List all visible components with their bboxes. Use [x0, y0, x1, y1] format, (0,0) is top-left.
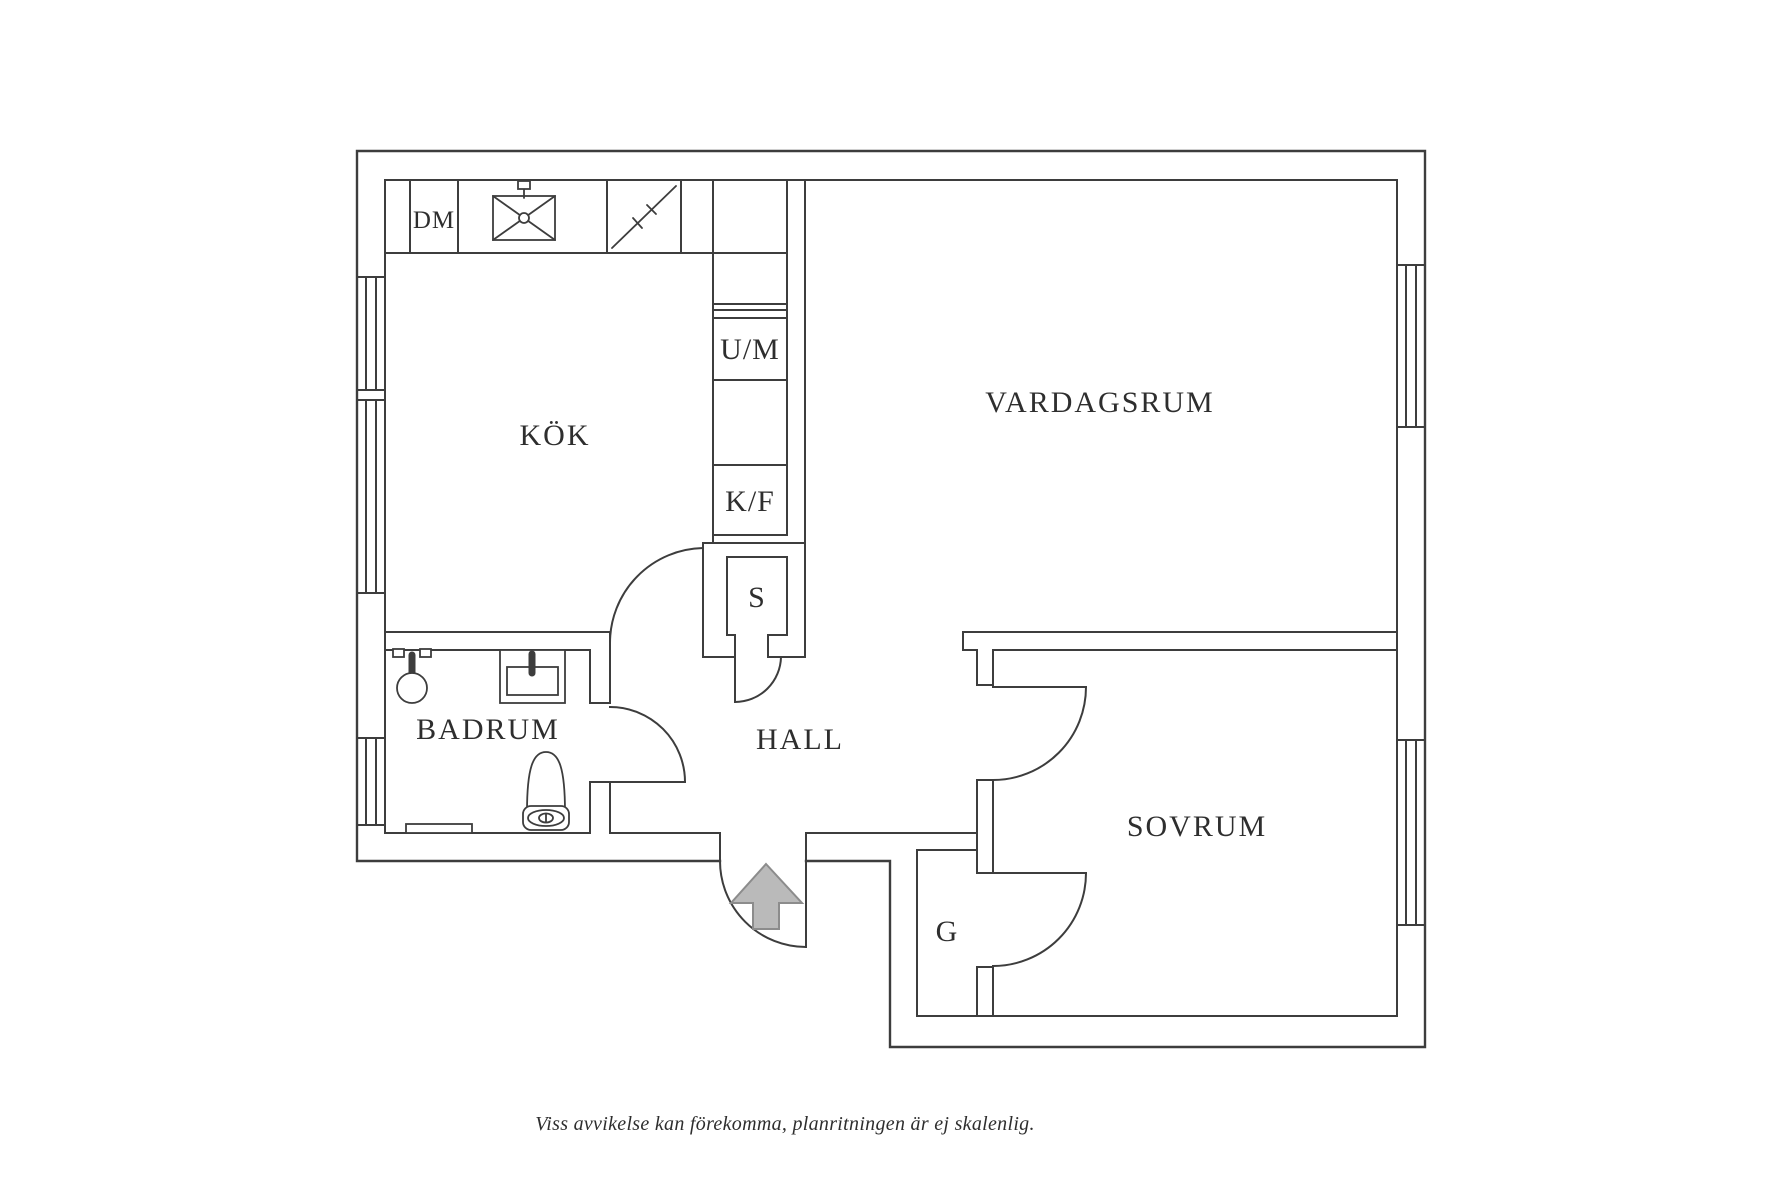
window-glass	[1405, 739, 1417, 926]
entrance-arrow-icon	[728, 862, 805, 930]
stove-icon	[611, 185, 677, 249]
window-cap	[356, 737, 386, 826]
wall-hook	[392, 648, 405, 658]
stove-tick	[646, 204, 657, 215]
door-swing-arc	[991, 871, 1088, 968]
room-label-living-room: VARDAGSRUM	[985, 386, 1215, 419]
wall-hook	[419, 648, 432, 658]
window-icon-bedroom	[1396, 739, 1426, 926]
bathroom-door-icon	[608, 705, 687, 784]
window-glass	[1405, 264, 1417, 428]
appliance-label-fridge-freezer: K/F	[725, 485, 775, 518]
window-cap	[1396, 264, 1426, 428]
kitchen-cabinets	[385, 179, 788, 536]
washbasin-icon	[392, 648, 432, 704]
room-label-bathroom: BADRUM	[416, 713, 560, 746]
window-cap	[356, 276, 386, 391]
windows	[356, 264, 1426, 926]
stove-diagonal	[611, 185, 677, 249]
stove-tick	[632, 217, 643, 229]
window-cap	[1396, 739, 1426, 926]
appliance-label-washer-dryer: U/M	[720, 333, 780, 366]
washbasin-bowl	[396, 672, 428, 704]
radiator-icon	[405, 823, 473, 834]
window-icon-kitchen-upper	[356, 276, 386, 391]
bathroom-sink-icon	[499, 649, 566, 704]
window-glass	[365, 737, 377, 826]
outer-wall-outline	[355, 149, 1427, 1049]
kitchen-sink-icon	[492, 180, 556, 241]
door-swing-arc	[718, 859, 808, 949]
toilet-bowl	[526, 751, 566, 813]
window-icon-kitchen-lower	[356, 399, 386, 594]
closet-label-cleaning: S	[748, 581, 766, 614]
arrow-shape	[728, 862, 805, 930]
window-glass	[365, 276, 377, 391]
entrance-door-icon	[718, 832, 808, 949]
sink-drain	[518, 212, 530, 224]
window-icon-living-room	[1396, 264, 1426, 428]
doors	[608, 546, 1088, 968]
sink-faucet-handle	[517, 180, 531, 190]
exterior-walls	[355, 149, 1427, 1049]
wardrobe-door-icon	[991, 871, 1088, 968]
appliance-label-dishwasher: DM	[413, 207, 455, 234]
room-label-bedroom: SOVRUM	[1127, 810, 1267, 843]
bedroom-door-icon	[991, 685, 1088, 782]
closet-label-wardrobe: G	[936, 915, 959, 948]
fixtures	[392, 180, 677, 834]
door-swing-arc	[733, 655, 783, 704]
disclaimer-text: Viss avvikelse kan förekomma, planritnin…	[535, 1113, 1035, 1135]
toilet-icon	[522, 751, 570, 831]
labels: KÖK VARDAGSRUM BADRUM HALL SOVRUM DM U/M…	[413, 207, 1267, 1135]
door-swing-arc	[991, 685, 1088, 782]
kitchen-door-icon	[608, 546, 705, 651]
window-icon-bathroom	[356, 737, 386, 826]
window-cap	[356, 399, 386, 594]
room-label-hall: HALL	[756, 723, 844, 756]
cleaning-closet-door-icon	[733, 655, 783, 704]
door-swing-arc	[608, 546, 705, 645]
room-label-kitchen: KÖK	[520, 419, 591, 452]
window-glass	[365, 399, 377, 594]
door-swing-arc	[608, 705, 687, 784]
